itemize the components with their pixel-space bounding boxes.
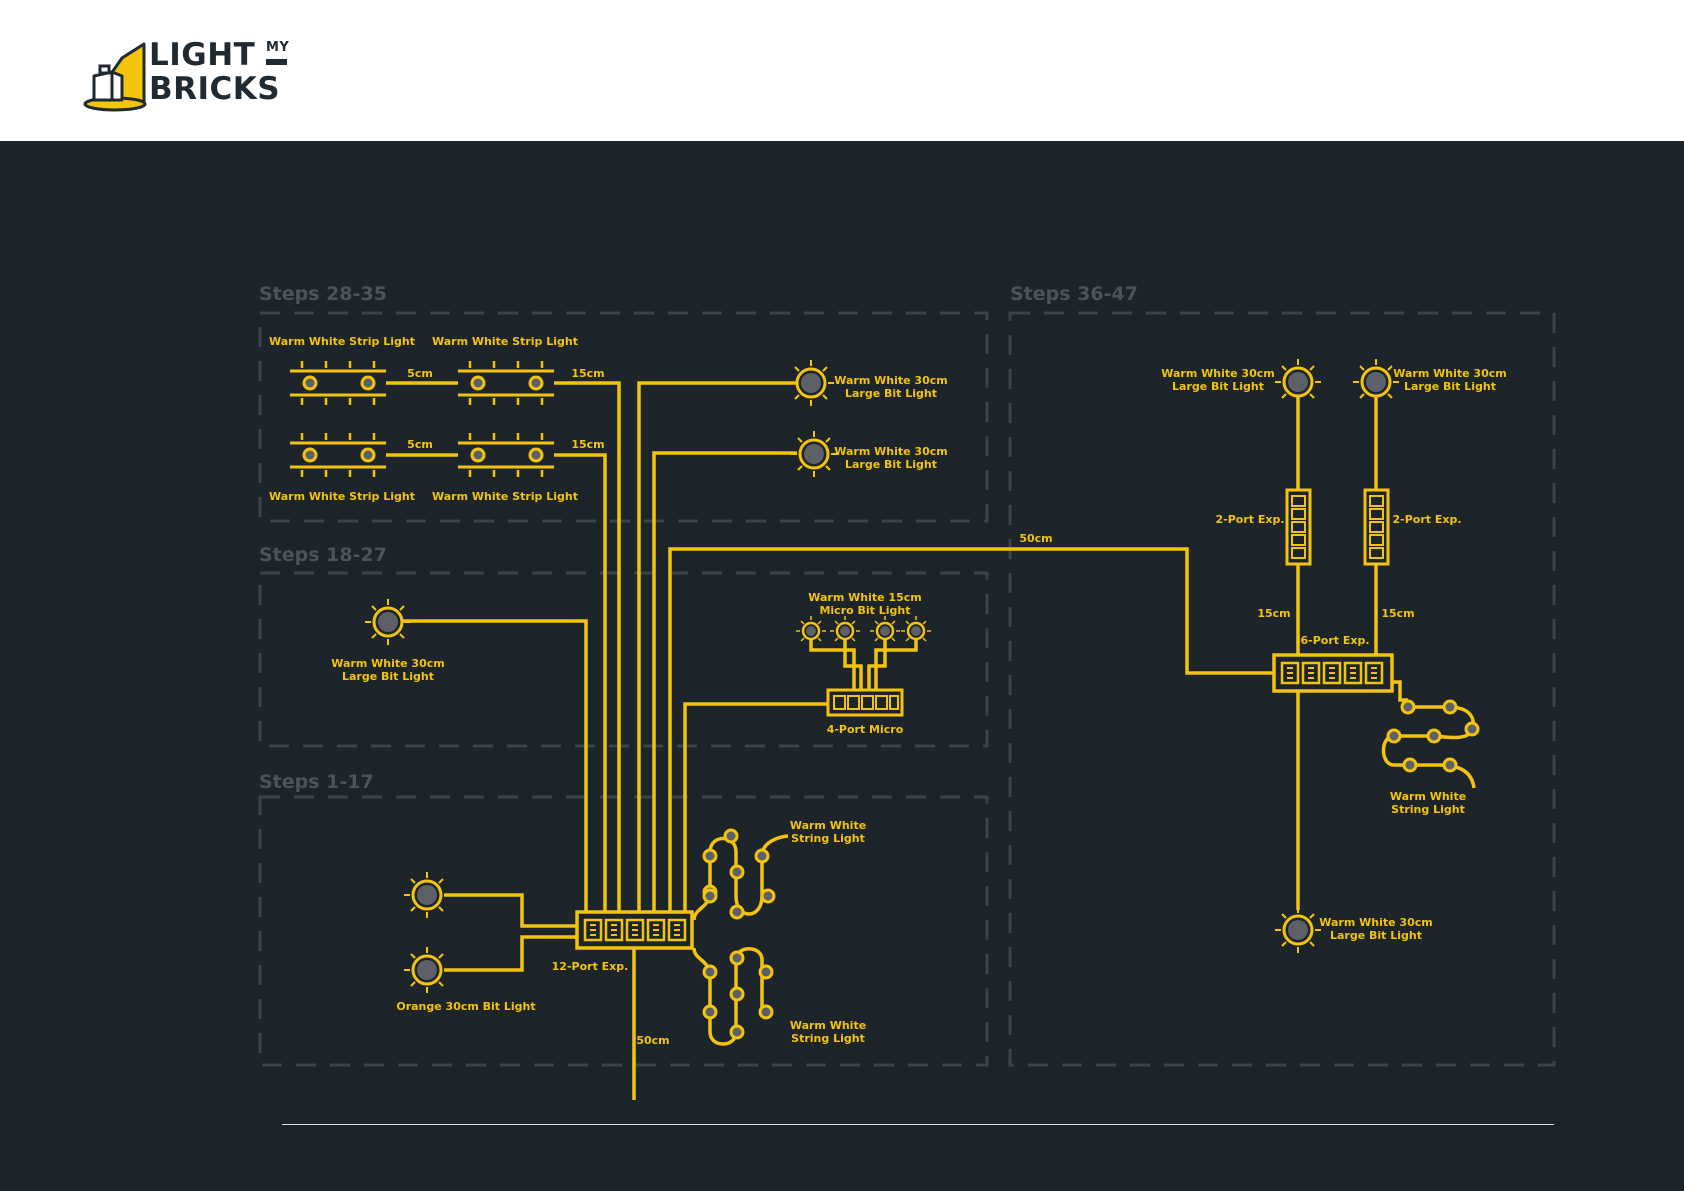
large-bit-label-line1: Warm White 30cm	[834, 374, 947, 387]
brick-lamp-icon	[83, 42, 147, 112]
section-steps-36-47	[1008, 311, 1556, 1067]
two-port-expansion-icon	[1363, 488, 1390, 566]
cable-length-label: 50cm	[636, 1034, 669, 1047]
section-title-steps-1-17: Steps 1-17	[259, 771, 374, 793]
micro-bit-light-icon	[794, 614, 828, 643]
brand-divider	[266, 59, 287, 65]
large-bit-light-icon	[789, 429, 839, 479]
twelve-port-expansion-icon	[575, 910, 694, 950]
four-port-micro-icon	[826, 688, 904, 717]
twelve-port-label: 12-Port Exp.	[552, 960, 629, 973]
brand-logo[interactable]: LIGHT MY BRICKS	[82, 38, 302, 112]
section-title-steps-28-35: Steps 28-35	[259, 283, 387, 305]
micro-bit-light-icon	[828, 614, 862, 643]
two-port-expansion-icon	[1285, 488, 1312, 566]
strip-light-icon	[288, 359, 388, 407]
footer-divider	[282, 1124, 1554, 1125]
orange-bit-label: Orange 30cm Bit Light	[396, 1000, 535, 1013]
cable-length-label: 50cm	[1019, 532, 1052, 545]
large-bit-label-line1: Warm White 30cm	[834, 445, 947, 458]
cable-length-label: 5cm	[407, 367, 433, 380]
micro-bit-light-icon	[899, 614, 933, 643]
micro-bit-label-line1: Warm White 15cm	[808, 591, 921, 604]
strip-light-icon	[456, 431, 556, 479]
micro-bit-light-icon	[868, 614, 902, 643]
large-bit-label-line2: Large Bit Light	[845, 458, 937, 471]
orange-bit-light-icon	[402, 945, 452, 995]
four-port-label: 4-Port Micro	[827, 723, 904, 736]
cable-length-label: 15cm	[1381, 607, 1414, 620]
strip-light-label: Warm White Strip Light	[432, 335, 578, 348]
large-bit-light-icon	[1273, 905, 1323, 955]
large-bit-label-line2: Large Bit Light	[1172, 380, 1264, 393]
six-port-expansion-icon	[1272, 653, 1394, 693]
strip-light-icon	[456, 359, 556, 407]
large-bit-label-line2: Large Bit Light	[342, 670, 434, 683]
string-light-label-line1: Warm White	[790, 819, 866, 832]
brand-word-light: LIGHT	[149, 37, 256, 73]
wires	[386, 381, 1476, 1100]
cable-length-label: 15cm	[1257, 607, 1290, 620]
cable-length-label: 5cm	[407, 438, 433, 451]
string-light-label-line1: Warm White	[790, 1019, 866, 1032]
strip-light-icon	[288, 431, 388, 479]
large-bit-label-line1: Warm White 30cm	[1161, 367, 1274, 380]
cable-length-label: 15cm	[571, 367, 604, 380]
string-light-label-line2: String Light	[1391, 803, 1465, 816]
strip-light-label: Warm White Strip Light	[432, 490, 578, 503]
section-title-steps-36-47: Steps 36-47	[1010, 283, 1138, 305]
orange-bit-light-icon	[402, 870, 452, 920]
large-bit-label-line1: Warm White 30cm	[1319, 916, 1432, 929]
string-light-label-line2: String Light	[791, 1032, 865, 1045]
large-bit-label-line2: Large Bit Light	[845, 387, 937, 400]
section-steps-28-35	[258, 311, 989, 523]
micro-bit-label-line2: Micro Bit Light	[819, 604, 910, 617]
large-bit-label-line1: Warm White 30cm	[331, 657, 444, 670]
cable-length-label: 15cm	[571, 438, 604, 451]
strip-light-label: Warm White Strip Light	[269, 490, 415, 503]
two-port-label: 2-Port Exp.	[1392, 513, 1461, 526]
six-port-label: 6-Port Exp.	[1300, 634, 1369, 647]
header: LIGHT MY BRICKS	[0, 0, 1684, 141]
section-steps-1-17	[258, 795, 989, 1067]
large-bit-label-line2: Large Bit Light	[1404, 380, 1496, 393]
brand-word-my: MY	[266, 40, 290, 55]
string-light-label-line1: Warm White	[1390, 790, 1466, 803]
strip-light-label: Warm White Strip Light	[269, 335, 415, 348]
string-light-label-line2: String Light	[791, 832, 865, 845]
section-steps-18-27	[258, 571, 989, 748]
large-bit-label-line2: Large Bit Light	[1330, 929, 1422, 942]
section-title-steps-18-27: Steps 18-27	[259, 544, 387, 566]
wiring-diagram: Steps 28-35 Steps 18-27 Steps 1-17 Steps…	[258, 283, 1556, 1100]
large-bit-label-line1: Warm White 30cm	[1393, 367, 1506, 380]
brand-word-bricks: BRICKS	[149, 71, 281, 107]
two-port-label: 2-Port Exp.	[1215, 513, 1284, 526]
